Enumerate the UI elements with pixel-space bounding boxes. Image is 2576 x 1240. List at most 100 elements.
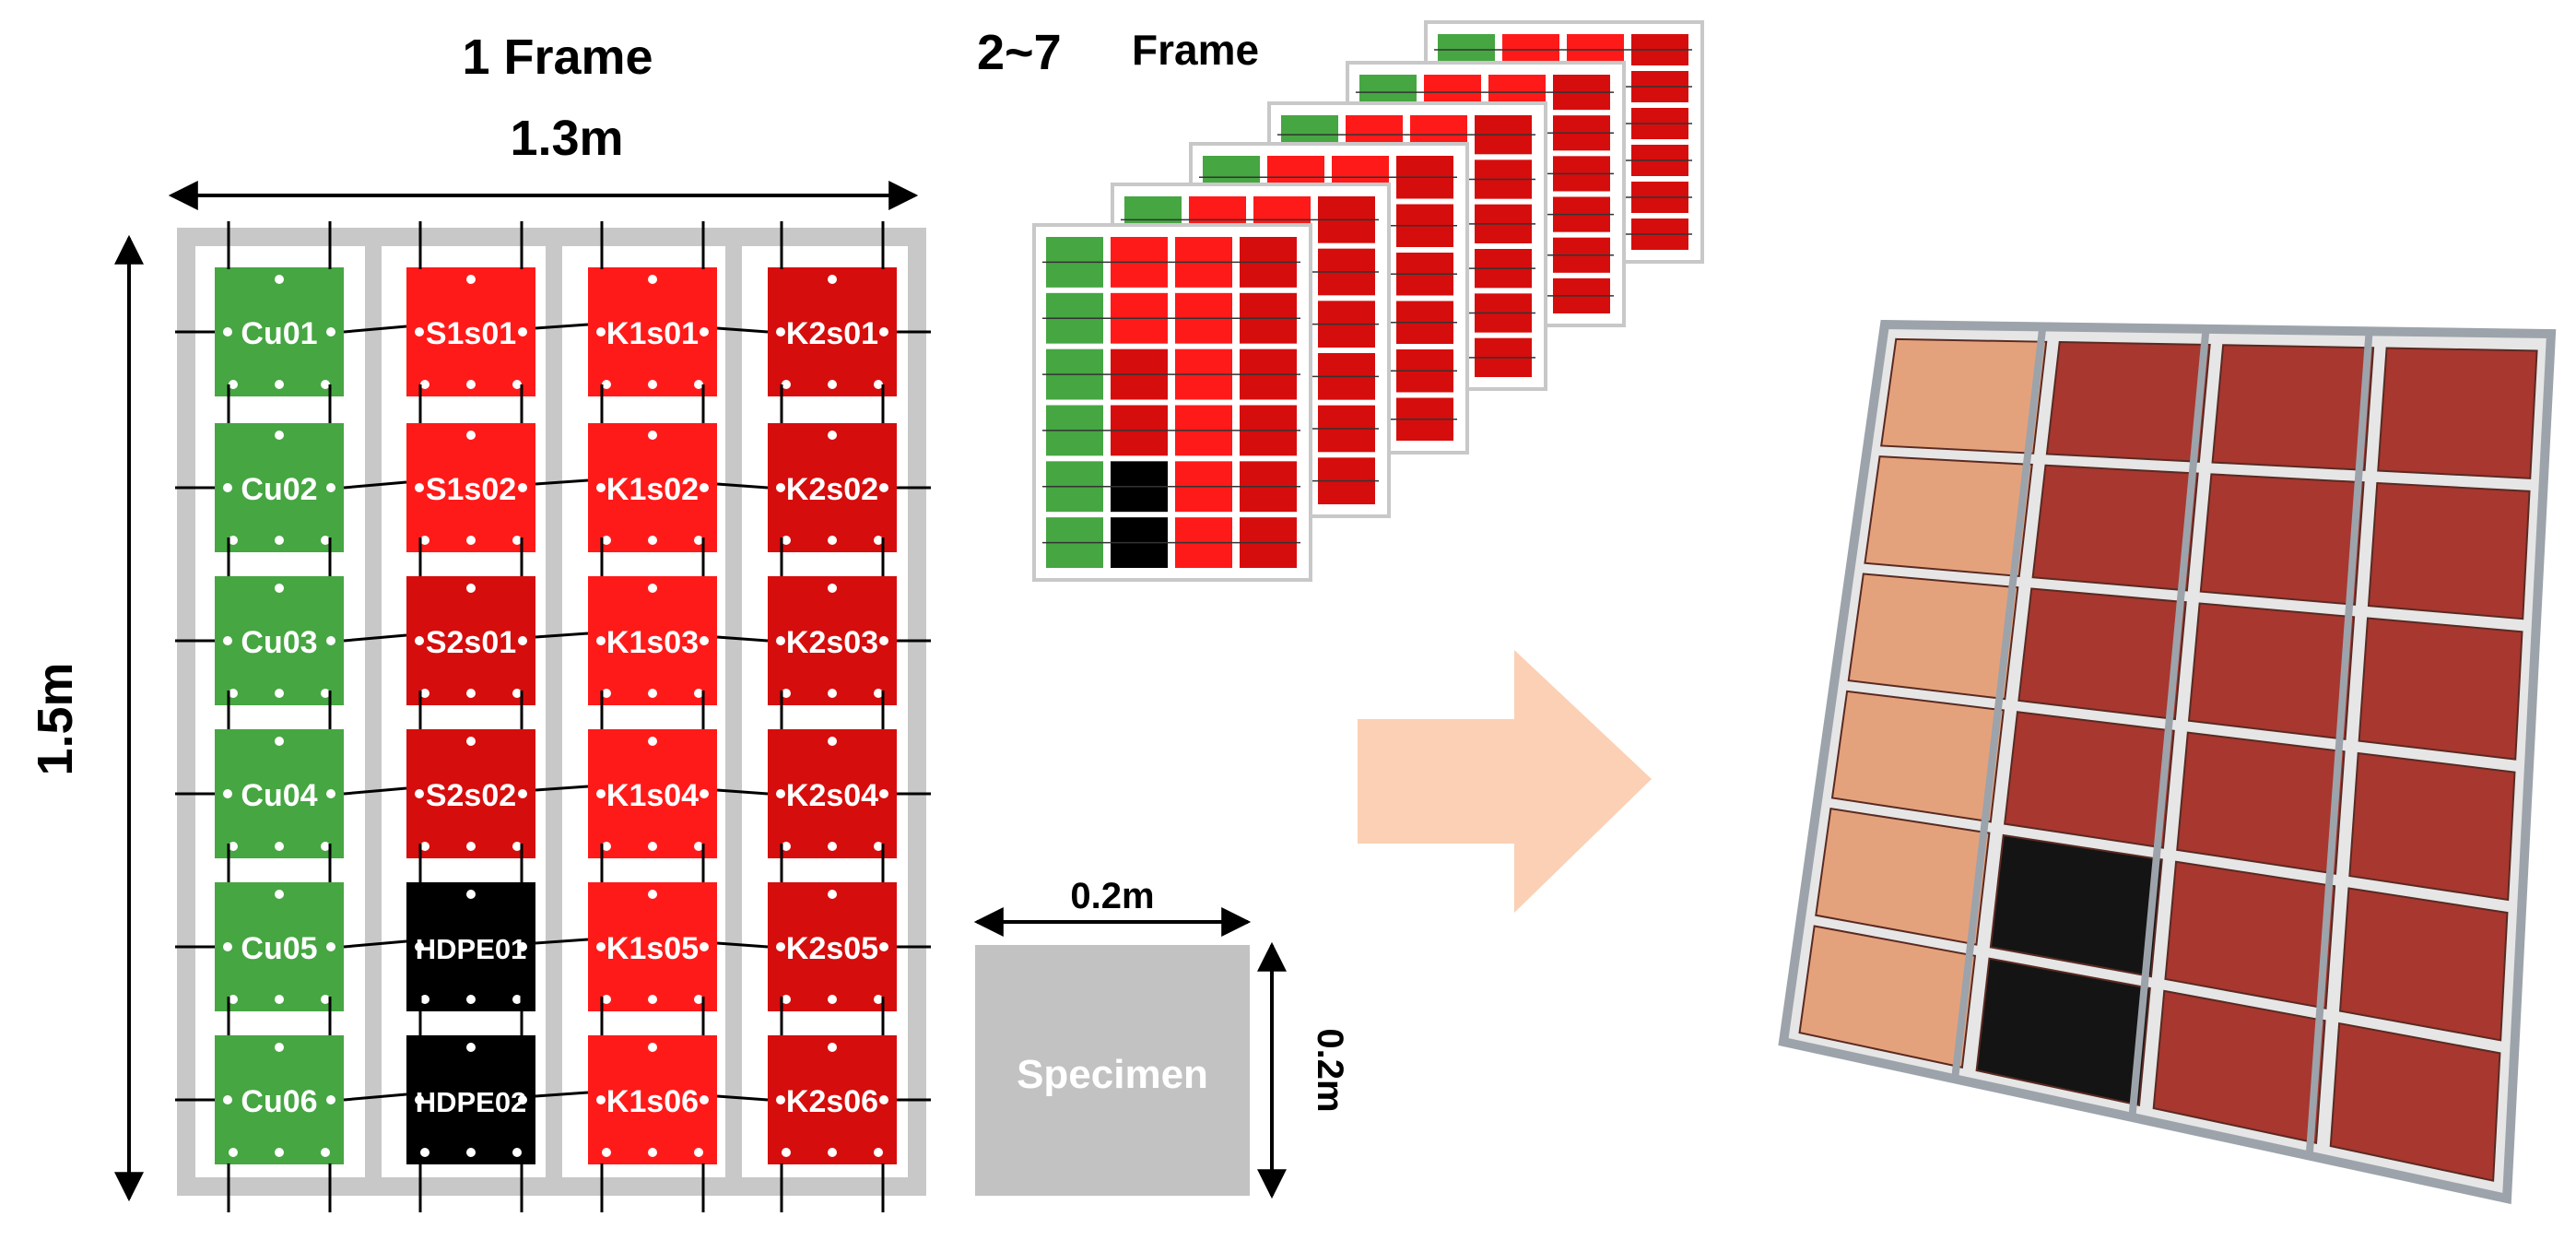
- photo-panel: [2004, 711, 2175, 849]
- mount-hole: [828, 536, 837, 545]
- mount-hole: [596, 636, 606, 645]
- photo-panel: [2348, 751, 2516, 902]
- mount-hole: [694, 842, 703, 851]
- mount-hole: [602, 1148, 611, 1157]
- panel-plate: [768, 882, 897, 1011]
- mount-hole: [466, 1043, 476, 1052]
- tie-wire: [535, 938, 589, 945]
- mount-hole: [466, 995, 476, 1004]
- panel-plate: [406, 576, 535, 705]
- panel-label: Cu02: [241, 472, 317, 507]
- panel-hdpe02: HDPE02: [406, 1035, 535, 1164]
- panel-k2s03: K2s03: [768, 576, 897, 705]
- tie-wire: [343, 325, 407, 334]
- mount-hole: [229, 689, 238, 698]
- mount-hole: [648, 275, 657, 284]
- panel-label: K2s05: [786, 931, 878, 966]
- mount-hole: [223, 942, 232, 951]
- panel-plate: [588, 1035, 717, 1164]
- mount-hole: [275, 995, 284, 1004]
- panel-label: K2s04: [786, 778, 878, 813]
- mount-hole: [879, 327, 888, 337]
- mount-hole: [275, 1043, 284, 1052]
- tie-wire: [535, 323, 589, 330]
- assembled-frame-photo: [1778, 319, 2557, 1205]
- tie-wire: [343, 786, 407, 796]
- mount-hole: [326, 636, 335, 645]
- mount-hole: [782, 842, 791, 851]
- mount-hole: [596, 327, 606, 337]
- mount-hole: [776, 789, 785, 798]
- panel-label: Cu06: [241, 1084, 317, 1119]
- mount-hole: [648, 380, 657, 389]
- stack-title-word: Frame: [1132, 26, 1259, 74]
- panel-label: Cu03: [241, 625, 317, 660]
- frame1-divider-rail: [725, 246, 742, 1177]
- mount-hole: [874, 689, 883, 698]
- mount-hole: [648, 842, 657, 851]
- tie-wire: [535, 1091, 589, 1098]
- mount-hole: [466, 536, 476, 545]
- mount-hole: [776, 942, 785, 951]
- panel-label: Cu01: [241, 316, 317, 351]
- photo-rail: [2128, 328, 2210, 1118]
- mount-hole: [420, 1148, 429, 1157]
- photo-panel: [2199, 473, 2365, 606]
- tie-wire: [343, 633, 407, 643]
- photo-panel: [2045, 341, 2211, 463]
- panel-label: HDPE02: [416, 1086, 527, 1118]
- mount-hole: [466, 1148, 476, 1157]
- panel-label: S1s01: [426, 316, 516, 351]
- mount-hole: [518, 1095, 527, 1104]
- panel-cu05: Cu05: [215, 882, 344, 1011]
- mount-hole: [321, 380, 330, 389]
- mount-hole: [326, 1095, 335, 1104]
- mount-hole: [648, 737, 657, 746]
- panel-plate: [588, 882, 717, 1011]
- mount-hole: [229, 995, 238, 1004]
- photo-panel: [2338, 887, 2509, 1042]
- mount-hole: [828, 1148, 837, 1157]
- mount-hole: [326, 942, 335, 951]
- mount-hole: [879, 789, 888, 798]
- mount-hole: [275, 689, 284, 698]
- photo-panel: [1864, 455, 2033, 578]
- frame1-top-rail: [177, 228, 926, 246]
- panel-plate: [215, 729, 344, 858]
- mount-hole: [828, 1043, 837, 1052]
- tie-wire: [716, 326, 769, 334]
- panel-k1s06: K1s06: [588, 1035, 717, 1164]
- photo-panel: [2367, 481, 2531, 620]
- tie-wire: [535, 478, 589, 486]
- panel-k2s01: K2s01: [768, 267, 897, 396]
- mount-hole: [326, 789, 335, 798]
- panel-plate: [768, 729, 897, 858]
- photo-panel: [2164, 860, 2336, 1010]
- mount-hole: [512, 995, 522, 1004]
- panel-s1s02: S1s02: [406, 423, 535, 552]
- frame-stack: [1032, 20, 1704, 582]
- mount-hole: [874, 842, 883, 851]
- tie-wire: [716, 635, 769, 643]
- panel-k2s05: K2s05: [768, 882, 897, 1011]
- mount-hole: [782, 995, 791, 1004]
- mount-hole: [596, 942, 606, 951]
- mount-hole: [518, 636, 527, 645]
- mount-hole: [596, 1095, 606, 1104]
- panel-plate: [588, 267, 717, 396]
- mount-hole: [275, 842, 284, 851]
- mount-hole: [275, 536, 284, 545]
- mount-hole: [229, 380, 238, 389]
- photo-panel: [1989, 833, 2163, 978]
- mount-hole: [596, 789, 606, 798]
- specimen-width-label: 0.2m: [1070, 876, 1154, 916]
- panel-k2s02: K2s02: [768, 423, 897, 552]
- mount-hole: [874, 1148, 883, 1157]
- stack-title-number: 2~7: [977, 25, 1062, 80]
- mount-hole: [466, 380, 476, 389]
- mount-hole: [828, 584, 837, 593]
- panel-plate: [406, 423, 535, 552]
- panel-plate: [588, 729, 717, 858]
- mount-hole: [275, 1148, 284, 1157]
- mount-hole: [420, 689, 429, 698]
